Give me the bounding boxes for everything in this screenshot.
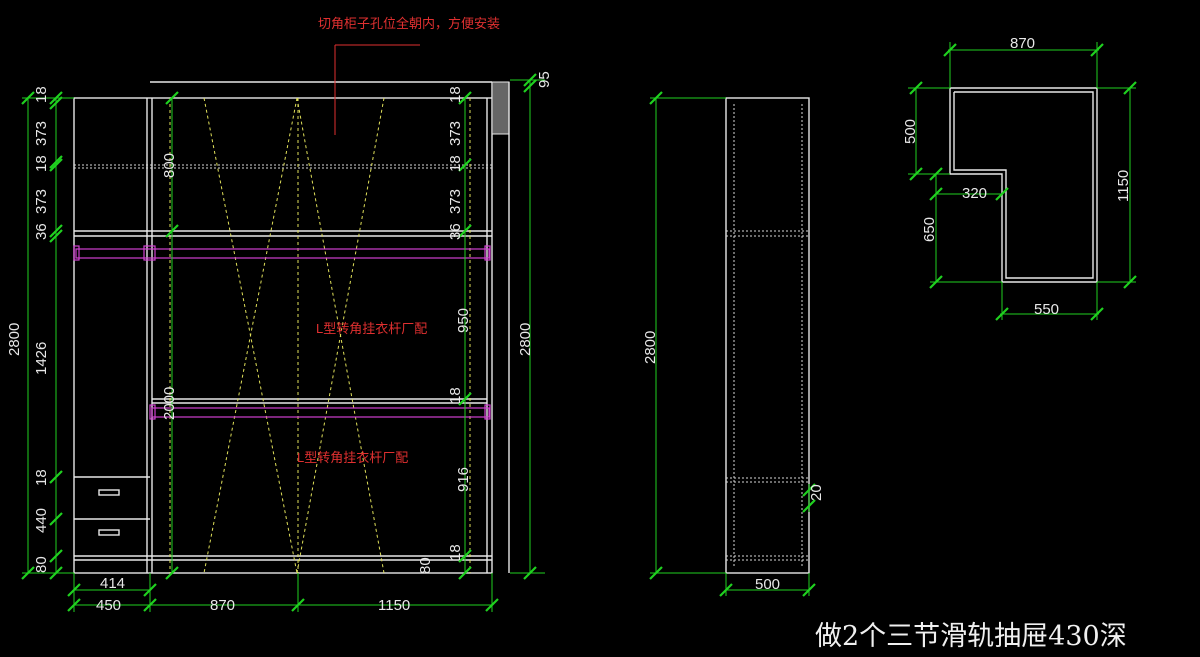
plan-step: 320 [962, 185, 987, 202]
note-rod-upper: L型转角挂衣杆厂配 [316, 321, 427, 336]
dim-right-18d: 18 [447, 544, 464, 561]
dim-right-373a: 373 [447, 121, 464, 146]
drawer-handle-1 [98, 489, 120, 496]
plan-view: 870 500 320 650 1150 [902, 35, 1137, 321]
dim-left-373a: 373 [33, 121, 50, 146]
dim-left-18c: 18 [33, 469, 50, 486]
dim-right-950: 950 [455, 308, 472, 333]
wall-block [491, 81, 510, 135]
dim-right-18c: 18 [447, 387, 464, 404]
front-elevation: 18 373 18 373 36 2800 1426 18 440 80 800… [6, 16, 553, 614]
dim-left-440: 440 [33, 508, 50, 533]
side-height: 2800 [642, 331, 659, 364]
note-rod-lower: L型转角挂衣杆厂配 [297, 450, 408, 465]
plan-left-upper: 500 [902, 119, 919, 144]
dim-inner-2000: 2000 [161, 387, 178, 420]
side-width: 500 [755, 576, 780, 593]
dim-inner-800: 800 [161, 153, 178, 178]
dim-left-18b: 18 [33, 155, 50, 172]
dim-left-36: 36 [33, 223, 50, 240]
dim-left-1426: 1426 [33, 342, 50, 375]
dim-right-18b: 18 [447, 155, 464, 172]
dim-right-916: 916 [455, 467, 472, 492]
side-elevation: 2800 20 500 [642, 91, 825, 597]
dim-right-36: 36 [447, 223, 464, 240]
drawer-handle-2 [98, 529, 120, 536]
plan-bottom: 550 [1034, 301, 1059, 318]
plan-left-lower: 650 [921, 217, 938, 242]
dim-left-373b: 373 [33, 189, 50, 214]
dim-right-18a: 18 [447, 86, 464, 103]
dim-left-total: 2800 [6, 323, 23, 356]
dim-left-80: 80 [33, 556, 50, 573]
dim-bottom-414: 414 [100, 575, 125, 592]
dim-top-95: 95 [536, 71, 553, 88]
plan-top: 870 [1010, 35, 1035, 52]
footer-note: 做2个三节滑轨抽屉430深 [815, 621, 1127, 652]
dim-right-total: 2800 [517, 323, 534, 356]
dim-right-80: 80 [417, 557, 434, 574]
dim-bottom-1150: 1150 [378, 597, 410, 614]
dim-left-18a: 18 [33, 86, 50, 103]
note-corner-cabinet: 切角柜子孔位全朝内，方便安装 [318, 16, 500, 31]
dim-bottom-870: 870 [210, 597, 235, 614]
front-outer-frame [73, 97, 493, 574]
dim-right-373b: 373 [447, 189, 464, 214]
plan-right: 1150 [1115, 170, 1132, 202]
side-frame [725, 97, 810, 574]
hanging-rods [73, 245, 491, 420]
side-gap: 20 [808, 484, 825, 501]
dim-bottom-450: 450 [96, 597, 121, 614]
door-swing-lines [169, 97, 471, 574]
